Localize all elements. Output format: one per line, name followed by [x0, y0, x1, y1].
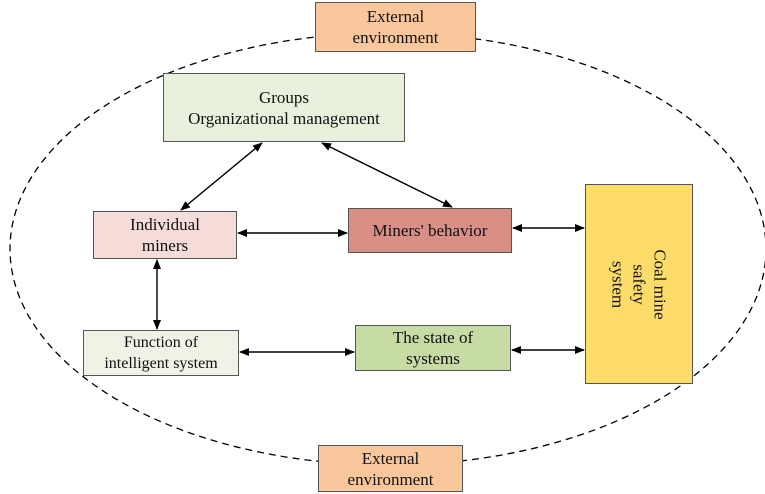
external-environment-bottom-box: External environment: [318, 445, 463, 492]
external-environment-top-box: External environment: [315, 2, 476, 52]
intelligent-system-function-box: Function of intelligent system: [83, 330, 239, 376]
systems-state-box: The state of systems: [355, 325, 511, 371]
miners-behavior-label: Miners' behavior: [372, 221, 488, 240]
arrow-groups-individual: [180, 142, 263, 211]
intelligent-system-function-label: Function of intelligent system: [104, 334, 218, 372]
individual-miners-box: Individual miners: [93, 211, 237, 259]
systems-state-label: The state of systems: [392, 328, 474, 368]
external-environment-top-label: External environment: [352, 7, 439, 47]
coal-mine-safety-system-label: Coal mine safety system: [608, 248, 670, 320]
coal-mine-safety-system-box: Coal mine safety system: [585, 184, 693, 384]
groups-management-box: Groups Organizational management: [163, 73, 405, 142]
environment-boundary: [9, 32, 765, 466]
miners-behavior-box: Miners' behavior: [348, 208, 512, 253]
external-environment-bottom-label: External environment: [347, 448, 434, 489]
arrow-groups-behavior: [321, 142, 453, 208]
groups-management-label: Groups Organizational management: [188, 87, 380, 128]
individual-miners-label: Individual miners: [130, 215, 200, 255]
